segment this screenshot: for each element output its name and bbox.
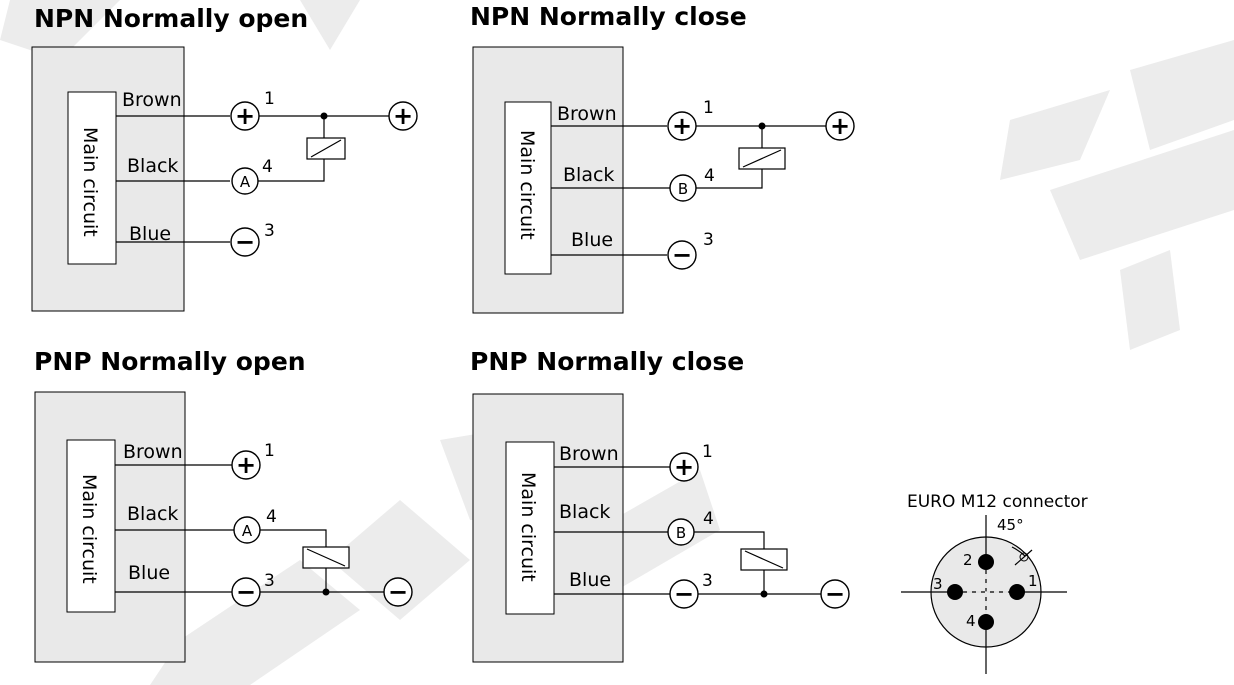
- main-circuit-box: [67, 91, 117, 265]
- junction-dot: [322, 588, 330, 596]
- pin-number: 1: [264, 89, 275, 109]
- wire-label-black: Black: [559, 501, 610, 523]
- pin-2: [978, 554, 994, 570]
- main-circuit-label: Main circuit: [79, 127, 101, 237]
- minus-sign: −: [235, 228, 255, 256]
- minus-sign: −: [236, 578, 256, 606]
- diagram-pnp-normally-close: Main circuit Brown Black Blue + B − 1 4 …: [472, 393, 850, 663]
- main-circuit-label: Main circuit: [78, 474, 100, 584]
- wire-label-blue: Blue: [129, 223, 171, 245]
- plus-sign: +: [236, 451, 256, 479]
- plus-terminal-symbol: [669, 452, 699, 482]
- wire-label-black: Black: [563, 164, 614, 186]
- minus-terminal-symbol: [667, 240, 697, 270]
- wire-label-brown: Brown: [122, 89, 182, 111]
- pin-number: 3: [264, 221, 275, 241]
- load-wire: [258, 159, 325, 182]
- watermark-shape: [1050, 130, 1234, 260]
- load-terminal-label: B: [678, 180, 688, 198]
- pin-number: 4: [703, 509, 714, 529]
- pin-number: 4: [262, 157, 273, 177]
- pin-label-1: 1: [1028, 572, 1038, 590]
- diagram-npn-normally-close: Main circuit Brown Black Blue + B − 1 4 …: [472, 46, 855, 314]
- relay-coil-diagonal: [310, 139, 342, 158]
- load-wire: [696, 169, 763, 189]
- watermark-shape: [1120, 250, 1180, 350]
- main-circuit-box: [66, 439, 116, 613]
- pin-number: 1: [703, 98, 714, 118]
- pin-3: [947, 584, 963, 600]
- junction-dot: [760, 590, 768, 598]
- minus-sign: −: [388, 578, 408, 606]
- plus-sign: +: [830, 112, 850, 140]
- main-circuit-label: Main circuit: [516, 130, 538, 240]
- wire-label-black: Black: [127, 503, 178, 525]
- pin-label-3: 3: [933, 575, 943, 593]
- title-npn-normally-open: NPN Normally open: [34, 4, 309, 33]
- diagram-pnp-normally-open: Main circuit Brown Black Blue + A − 1 4 …: [34, 391, 413, 663]
- diagram-npn-normally-open: Main circuit Brown Black Blue + A − 1 4 …: [31, 46, 418, 312]
- key-indicator: [1014, 549, 1033, 566]
- main-circuit-box: [504, 101, 552, 275]
- supply-plus-symbol: [825, 111, 855, 141]
- relay-coil-diagonal: [306, 548, 346, 567]
- load-wire: [694, 531, 765, 549]
- watermark-shape: [1130, 40, 1234, 150]
- supply-minus-symbol: [383, 577, 413, 607]
- pin-number: 3: [264, 571, 275, 591]
- pin-4: [978, 614, 994, 630]
- plus-sign: +: [674, 453, 694, 481]
- title-npn-normally-close: NPN Normally close: [470, 2, 747, 31]
- pin-number: 1: [702, 442, 713, 462]
- key-mark: [1019, 552, 1029, 562]
- pin-number: 3: [702, 571, 713, 591]
- pin-label-2: 2: [963, 551, 973, 569]
- plus-sign: +: [393, 102, 413, 130]
- relay-coil-diagonal: [742, 149, 782, 168]
- wire-label-blue: Blue: [128, 562, 170, 584]
- title-pnp-normally-close: PNP Normally close: [470, 347, 745, 376]
- load-terminal-label: A: [242, 522, 253, 540]
- load-wire: [260, 529, 327, 547]
- wire-label-blue: Blue: [571, 229, 613, 251]
- watermark-shape: [330, 500, 470, 620]
- wire-label-brown: Brown: [557, 103, 617, 125]
- pin-number: 4: [266, 507, 277, 527]
- pin-1: [1009, 584, 1025, 600]
- plus-sign: +: [672, 112, 692, 140]
- load-terminal-label: B: [676, 524, 686, 542]
- watermark-shape: [1000, 90, 1110, 180]
- wire-label-brown: Brown: [123, 441, 183, 463]
- minus-sign: −: [674, 580, 694, 608]
- main-circuit-label: Main circuit: [517, 472, 539, 582]
- load-terminal-label: A: [240, 173, 251, 191]
- pin-number: 4: [704, 166, 715, 186]
- pin-number: 3: [703, 230, 714, 250]
- watermark-shape: [0, 0, 120, 60]
- supply-plus-symbol: [388, 101, 418, 131]
- angle-label: 45°: [997, 516, 1024, 534]
- minus-sign: −: [825, 580, 845, 608]
- plus-terminal-symbol: [231, 450, 261, 480]
- pin-number: 1: [264, 441, 275, 461]
- wire-label-black: Black: [127, 155, 178, 177]
- main-circuit-box: [505, 441, 555, 615]
- m12-connector-diagram: EURO M12 connector 45° 2 1 3 4: [901, 492, 1088, 674]
- pin-label-4: 4: [966, 612, 976, 630]
- title-pnp-normally-open: PNP Normally open: [34, 347, 306, 376]
- minus-sign: −: [672, 241, 692, 269]
- wire-label-blue: Blue: [569, 569, 611, 591]
- supply-minus-symbol: [820, 579, 850, 609]
- relay-coil-diagonal: [744, 550, 784, 569]
- watermark-shape: [300, 0, 360, 50]
- watermark-shape: [150, 560, 360, 685]
- minus-terminal-symbol: [230, 227, 260, 257]
- wire-label-brown: Brown: [559, 443, 619, 465]
- connector-title: EURO M12 connector: [907, 492, 1088, 512]
- plus-sign: +: [235, 102, 255, 130]
